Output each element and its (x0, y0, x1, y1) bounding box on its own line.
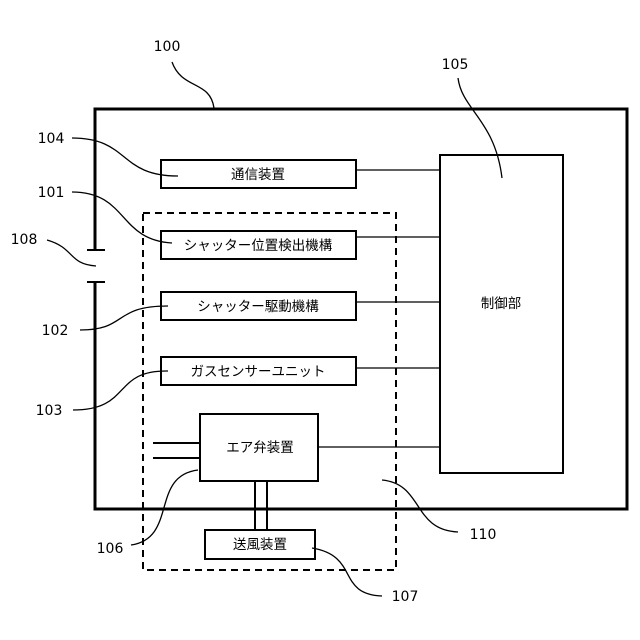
communication-label: 通信装置 (231, 167, 285, 183)
ref-104: 104 (38, 131, 65, 147)
leader-103 (73, 371, 168, 410)
leader-101 (72, 192, 172, 243)
dashed-enclosure (143, 213, 396, 570)
air-valve-label: エア弁装置 (226, 440, 294, 456)
ref-110: 110 (470, 527, 497, 543)
ref-108: 108 (11, 232, 38, 248)
ref-107: 107 (392, 589, 419, 605)
leader-108 (47, 240, 96, 266)
ref-106: 106 (97, 541, 124, 557)
leader-100 (172, 62, 214, 108)
leader-107 (312, 548, 382, 596)
ref-101: 101 (38, 185, 65, 201)
ref-105: 105 (442, 57, 469, 73)
gas-sensor-label: ガスセンサーユニット (191, 364, 326, 380)
leader-110 (382, 480, 458, 532)
ref-100: 100 (154, 39, 181, 55)
ref-102: 102 (42, 323, 69, 339)
controller-label: 制御部 (481, 296, 522, 312)
shutter-position-label: シャッター位置検出機構 (184, 238, 333, 254)
controller-box (440, 155, 563, 473)
ref-103: 103 (36, 403, 63, 419)
blower-label: 送風装置 (233, 537, 287, 553)
shutter-drive-label: シャッター駆動機構 (197, 299, 319, 315)
leader-102 (80, 306, 168, 330)
